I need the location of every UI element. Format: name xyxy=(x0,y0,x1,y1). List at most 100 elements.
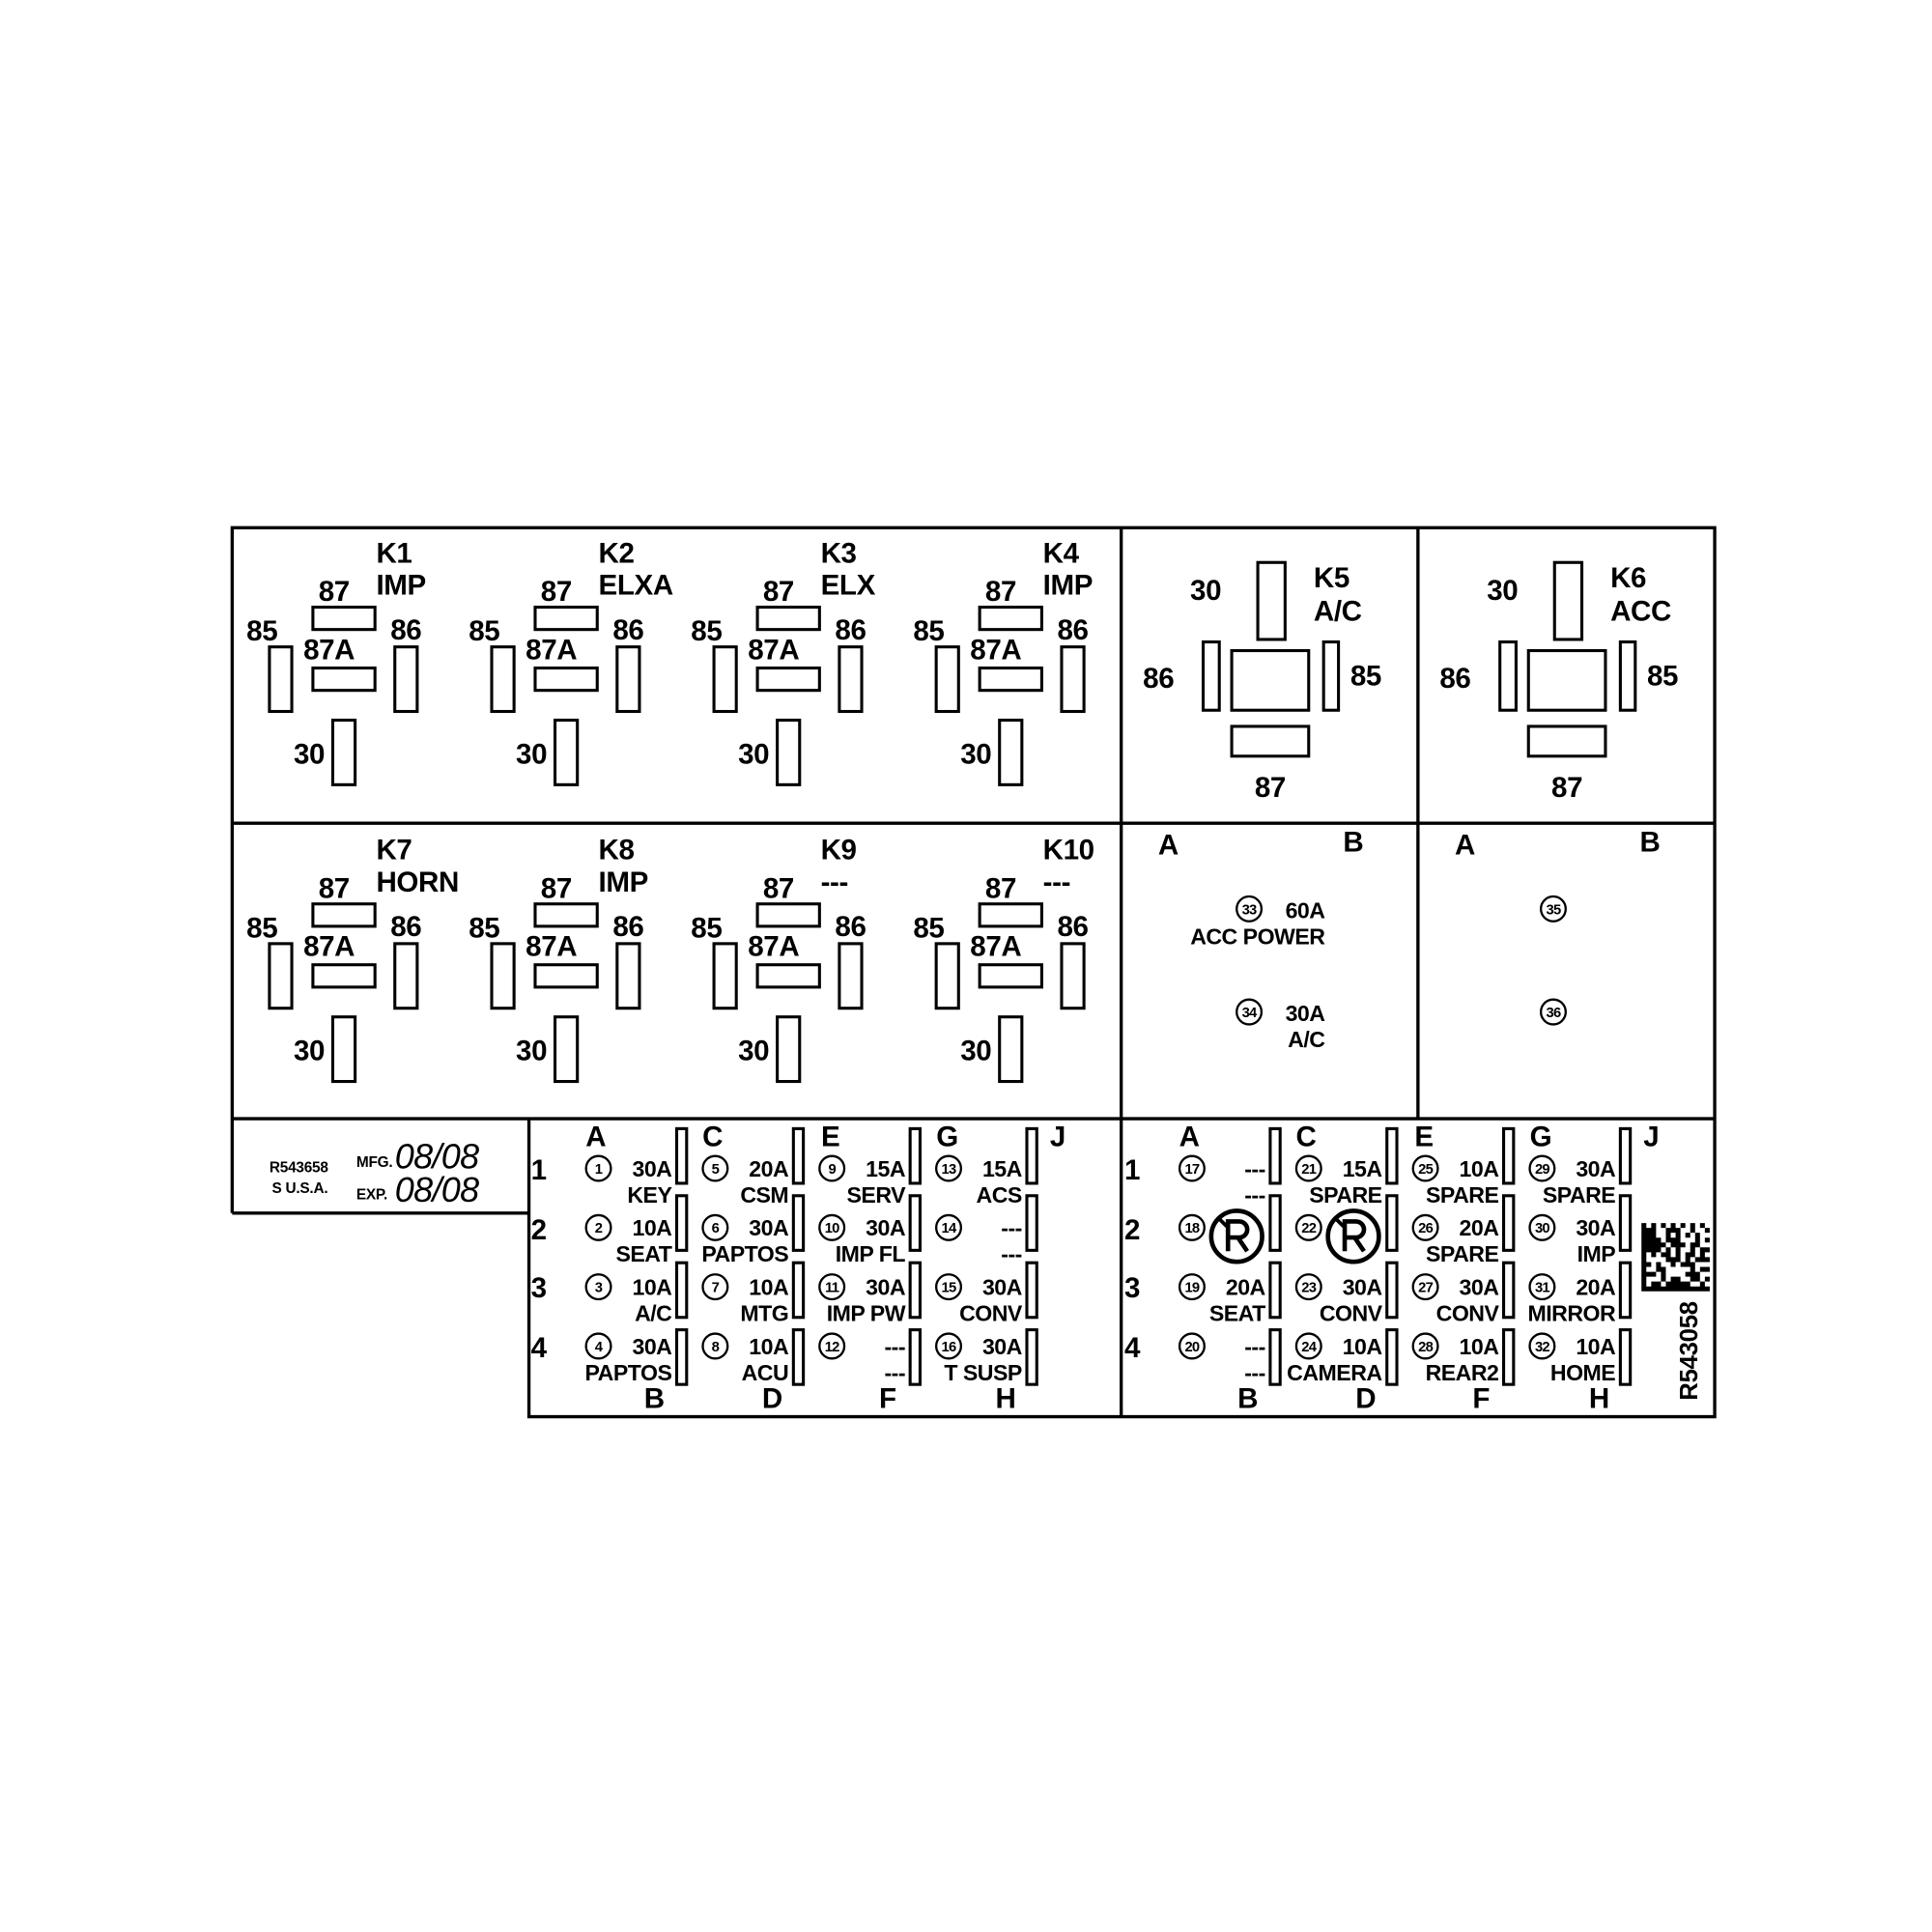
fuse-rating: --- xyxy=(1244,1156,1265,1181)
fuse-circuit: CONV xyxy=(1320,1300,1383,1325)
fuse-rating: 10A xyxy=(1460,1156,1500,1181)
column-letter: H xyxy=(995,1383,1015,1415)
pin-85-terminal xyxy=(268,942,294,1010)
fuse-number-circle xyxy=(934,1332,963,1360)
fuse-rating: 30A xyxy=(1460,1274,1500,1299)
pin-30-label: 30 xyxy=(1190,575,1221,607)
part-number: R543658 xyxy=(270,1159,328,1176)
pin-85-terminal xyxy=(268,645,294,714)
relay-id: K4 xyxy=(1043,537,1080,569)
fuse-number: 7 xyxy=(712,1281,720,1296)
fuse-rating: 30A xyxy=(1576,1156,1616,1181)
fuse-number: 1 xyxy=(595,1162,603,1178)
fuse-number: 16 xyxy=(942,1340,956,1355)
fuse-number: 9 xyxy=(828,1162,836,1178)
pin-30-terminal xyxy=(330,718,357,786)
fuse-number-circle xyxy=(1528,1273,1556,1301)
fuse-terminal xyxy=(1618,1126,1633,1185)
pin-87a-terminal xyxy=(311,666,377,693)
fuse-number-circle xyxy=(1411,1332,1439,1360)
fuse-slot: 22 xyxy=(1294,1194,1399,1264)
panel-frame xyxy=(230,526,1717,1419)
side-part-number: R543058 xyxy=(1676,1301,1703,1400)
pin-87-terminal xyxy=(533,605,599,632)
pin-86-terminal xyxy=(838,942,864,1010)
relay-id: K7 xyxy=(376,834,412,866)
fuse-terminal xyxy=(1618,1261,1633,1320)
pin-30-terminal xyxy=(554,1015,580,1084)
icon-slash xyxy=(1334,1216,1346,1228)
column-letter: H xyxy=(1589,1383,1609,1415)
pin-87-label: 87 xyxy=(541,576,572,608)
fuse-number: 23 xyxy=(1301,1281,1316,1296)
pin-86-label: 86 xyxy=(1057,614,1088,646)
fuse-circuit: MIRROR xyxy=(1528,1300,1617,1325)
fuse-number: 3 xyxy=(595,1281,603,1296)
row-number: 1 xyxy=(531,1154,547,1186)
circled-r-icon xyxy=(1325,1208,1381,1264)
pin-87-terminal xyxy=(1526,724,1607,758)
fuse-rating: 20A xyxy=(1576,1274,1616,1299)
fuse-rating: 30A xyxy=(866,1215,906,1240)
fuse-number-circle xyxy=(584,1273,612,1301)
fuse-number-circle xyxy=(934,1154,963,1182)
fuse-number-circle xyxy=(701,1273,729,1301)
fuse-circuit: SPARE xyxy=(1426,1241,1498,1266)
fuse-terminal xyxy=(1268,1261,1282,1320)
fuse-number-circle xyxy=(701,1332,729,1360)
pin-85-label: 85 xyxy=(469,615,499,647)
fuse-number: 27 xyxy=(1418,1281,1433,1296)
relay-name: ELX xyxy=(821,570,876,602)
pin-87-label: 87 xyxy=(319,872,350,904)
fuse-circuit: IMP PW xyxy=(827,1300,906,1325)
origin-country: S U.S.A. xyxy=(271,1180,327,1197)
pin-87a-label: 87A xyxy=(748,931,799,963)
relay-name: ELXA xyxy=(599,570,673,602)
fuse-circuit: A/C xyxy=(1288,1027,1325,1052)
fuse-number: 8 xyxy=(712,1340,720,1355)
relay-body xyxy=(1526,648,1607,712)
fuse-circuit: T SUSP xyxy=(944,1360,1022,1385)
fuse-number-circle xyxy=(1294,1213,1322,1241)
data-matrix-code xyxy=(1641,1223,1710,1292)
fuse-terminal xyxy=(1385,1126,1399,1185)
fuse-circuit: --- xyxy=(884,1360,905,1385)
pin-86-label: 86 xyxy=(390,614,421,646)
fuse-number-circle xyxy=(1539,998,1567,1026)
fuse-number-circle xyxy=(1411,1154,1439,1182)
column-letter: E xyxy=(1414,1121,1434,1152)
pin-85-terminal xyxy=(934,645,960,714)
fuse-number-circle xyxy=(1178,1332,1206,1360)
fuse-number-circle xyxy=(1539,895,1567,923)
pin-86-label: 86 xyxy=(390,911,421,943)
fuse-circuit: MTG xyxy=(740,1300,788,1325)
pin-87-terminal xyxy=(755,902,821,928)
row-number: 2 xyxy=(531,1214,547,1246)
fuse-rating: 10A xyxy=(632,1274,672,1299)
fuse-circuit: SEAT xyxy=(1209,1300,1265,1325)
fuse-circuit: REAR2 xyxy=(1426,1360,1499,1385)
fuse-circuit: --- xyxy=(1244,1182,1265,1208)
pin-87a-terminal xyxy=(978,666,1043,693)
fuse-rating: 10A xyxy=(749,1334,789,1359)
column-letter: B xyxy=(1640,827,1661,859)
relay-id: K6 xyxy=(1610,562,1646,594)
fuse-rating: 30A xyxy=(982,1334,1023,1359)
fuse-number-circle xyxy=(1236,895,1264,923)
fuse-number: 35 xyxy=(1547,902,1561,918)
relay-name: ACC xyxy=(1610,596,1671,628)
column-letter: C xyxy=(702,1121,723,1152)
fuse-number: 18 xyxy=(1184,1221,1199,1236)
fuse-number: 29 xyxy=(1535,1162,1549,1178)
fuse-terminal xyxy=(674,1194,689,1252)
fuse-number-circle xyxy=(1178,1213,1206,1241)
